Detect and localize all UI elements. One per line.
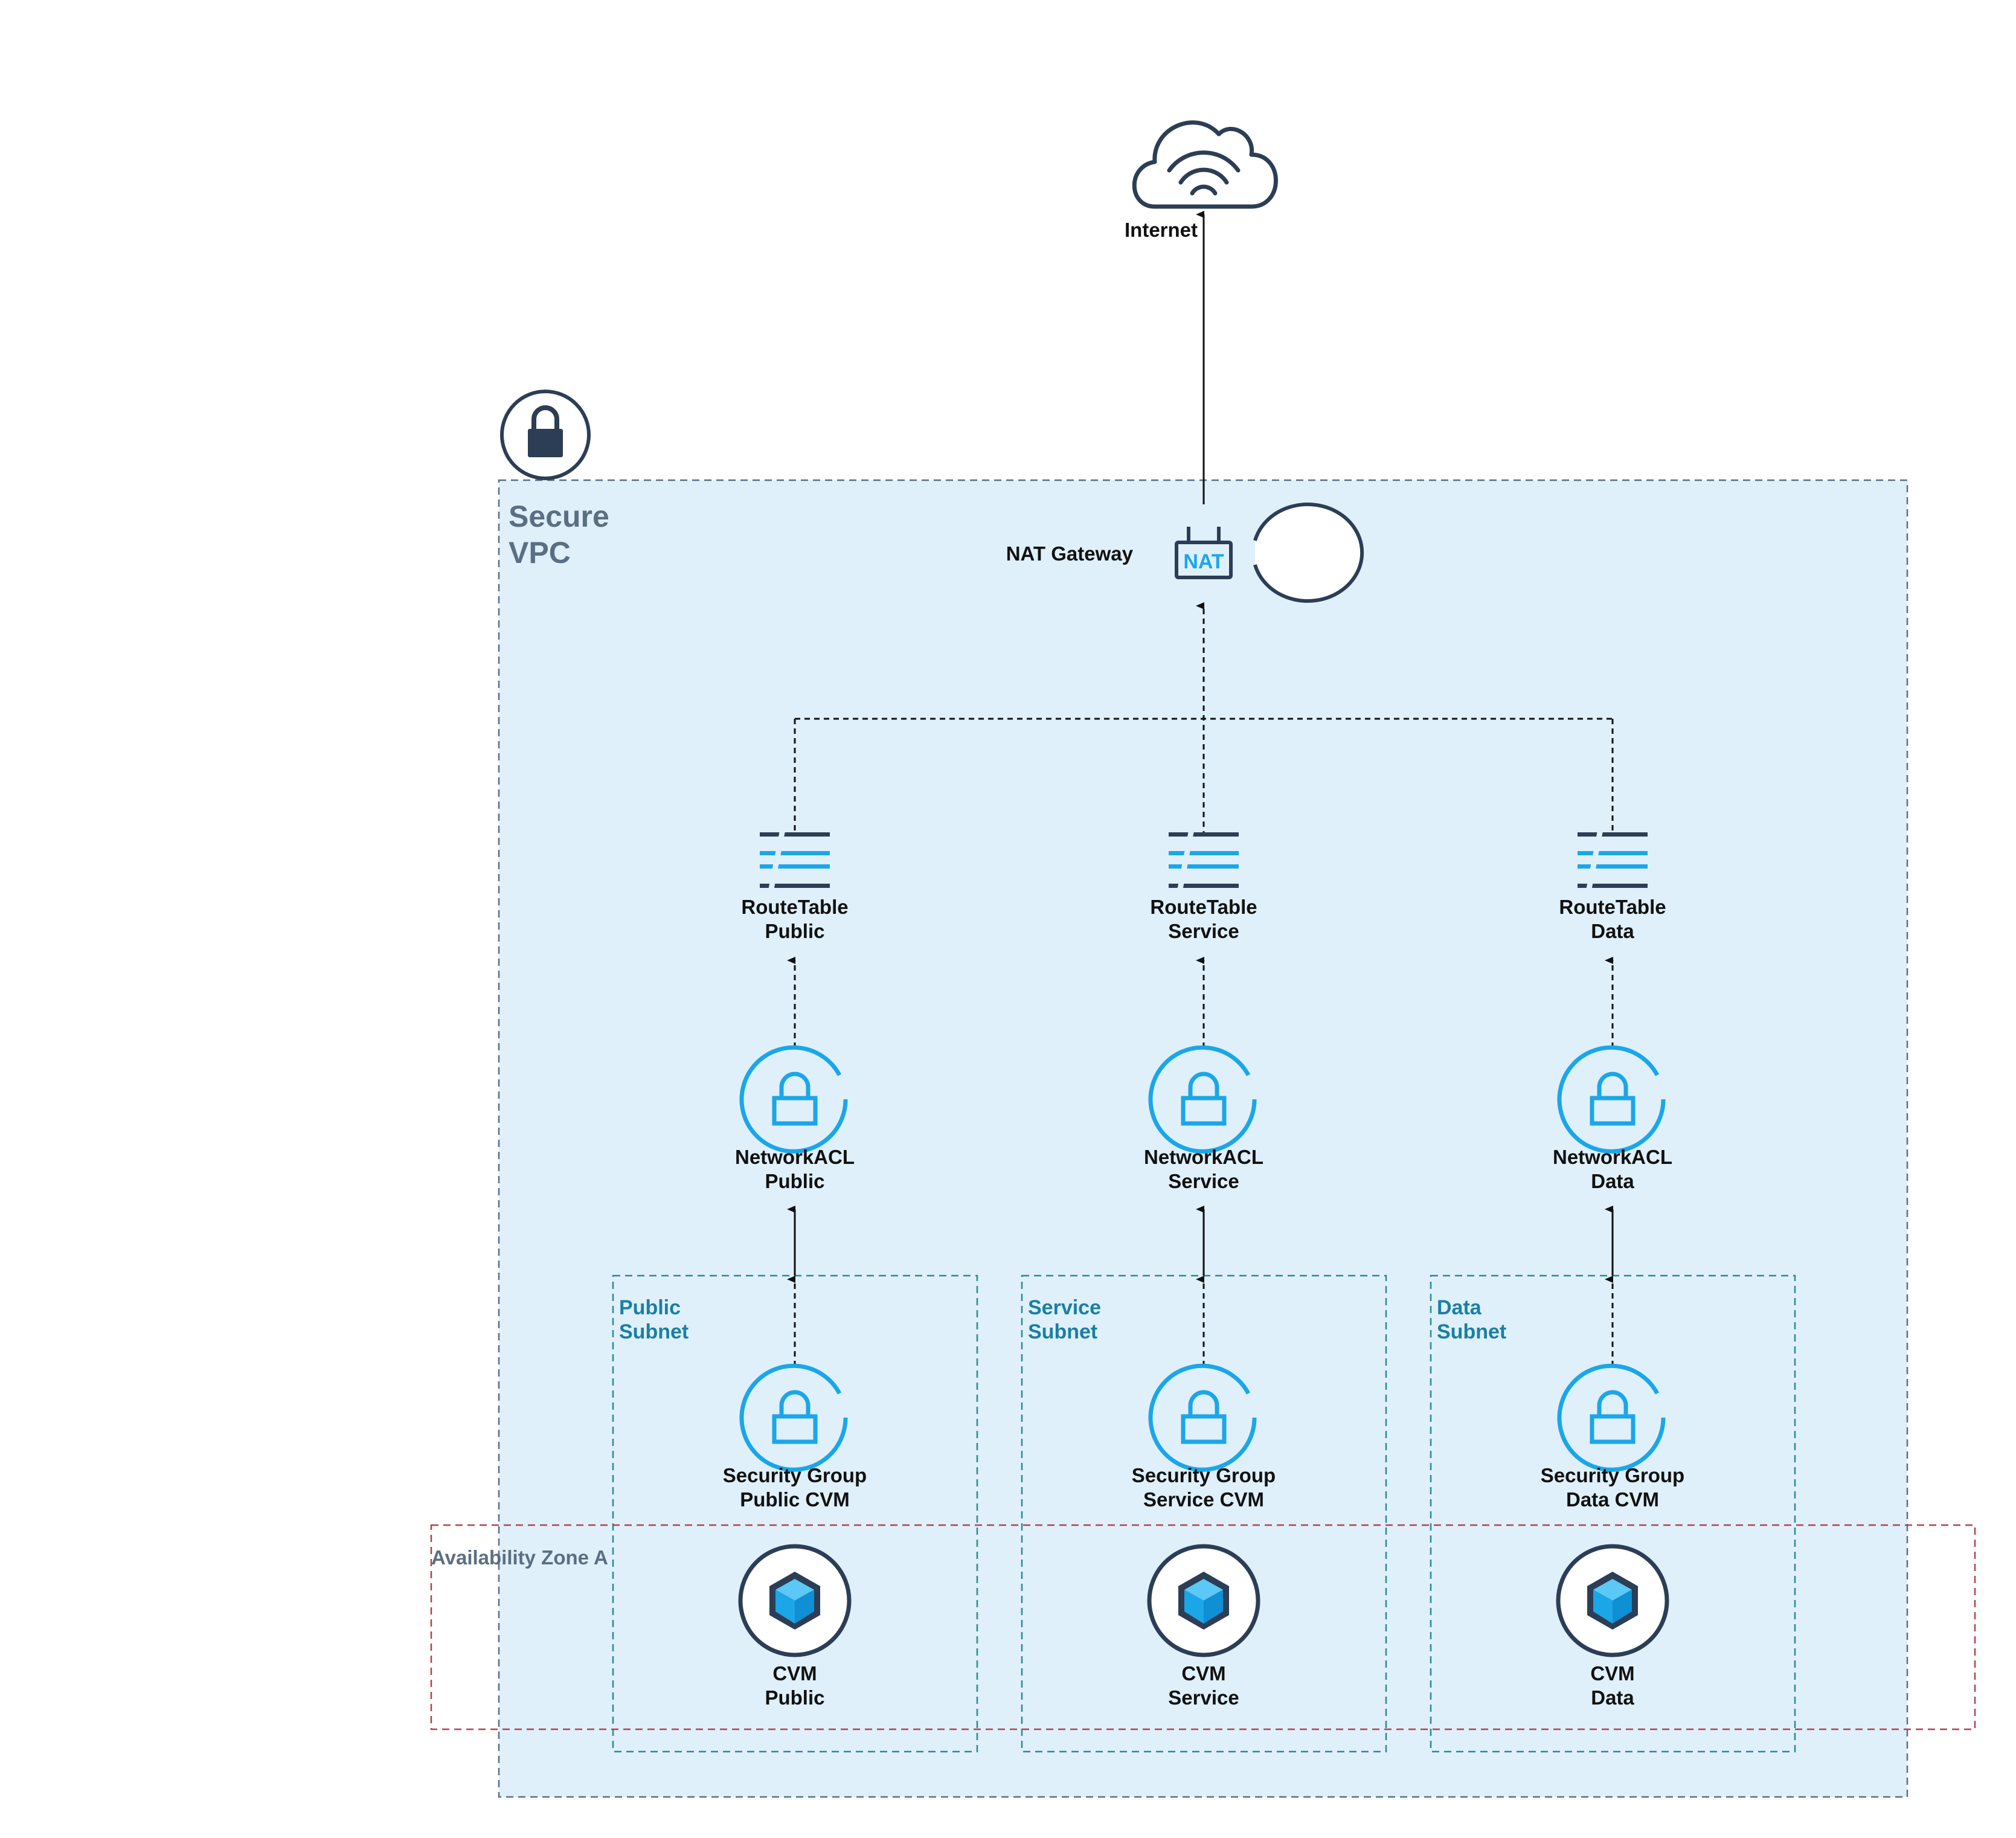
subnet-label-data-line2: Subnet xyxy=(1437,1320,1506,1343)
subnet-label-data-line1: Data xyxy=(1437,1296,1482,1319)
cvm-public-line2: Public xyxy=(765,1686,824,1709)
network-acl-service-line1: NetworkACL xyxy=(1144,1146,1263,1168)
security-group-service-line1: Security Group xyxy=(1132,1464,1276,1486)
internet-label: Internet xyxy=(1125,219,1198,241)
vpc-label-line2: VPC xyxy=(509,536,571,570)
route-table-data-line2: Data xyxy=(1591,920,1634,942)
route-table-service-line2: Service xyxy=(1168,920,1239,942)
security-group-public-line2: Public CVM xyxy=(740,1488,850,1511)
network-acl-icon-public xyxy=(739,1045,848,1154)
vpc-label-line1: Secure xyxy=(509,500,609,533)
network-acl-icon-service xyxy=(1148,1045,1257,1154)
cvm-service-line2: Service xyxy=(1168,1686,1239,1709)
route-table-icon-public xyxy=(760,829,830,893)
cvm-data-line2: Data xyxy=(1591,1686,1634,1709)
subnet-label-public-line1: Public xyxy=(619,1296,681,1319)
network-acl-public-line1: NetworkACL xyxy=(735,1146,855,1168)
nat-gateway-icon: NAT xyxy=(1175,503,1364,603)
cvm-public-line1: CVM xyxy=(772,1662,817,1685)
cvm-service-line1: CVM xyxy=(1181,1662,1225,1685)
cvm-icon-data xyxy=(1556,1544,1669,1657)
cloud-icon xyxy=(1132,120,1278,209)
subnet-label-public-line2: Subnet xyxy=(619,1320,689,1343)
network-acl-public-line2: Public xyxy=(765,1170,824,1192)
network-acl-data-line2: Data xyxy=(1591,1170,1634,1192)
cvm-data-line1: CVM xyxy=(1590,1662,1634,1685)
cvm-icon-public xyxy=(738,1544,852,1657)
security-group-public-line1: Security Group xyxy=(723,1464,867,1486)
route-table-icon-service xyxy=(1169,829,1239,893)
nat-icon-text: NAT xyxy=(1183,550,1224,573)
subnet-label-service-line1: Service xyxy=(1028,1296,1101,1319)
edges xyxy=(787,211,1614,1366)
security-group-icon-service xyxy=(1148,1363,1257,1472)
security-group-icon-data xyxy=(1557,1363,1666,1472)
network-acl-icon-data xyxy=(1557,1045,1666,1154)
security-group-data-line2: Data CVM xyxy=(1566,1488,1659,1511)
subnet-label-service-line2: Subnet xyxy=(1028,1320,1097,1343)
availability-zone-label: Availability Zone A xyxy=(431,1546,608,1569)
lock-icon xyxy=(500,390,591,480)
security-group-icon-public xyxy=(739,1363,848,1472)
security-group-data-line1: Security Group xyxy=(1541,1464,1684,1486)
route-table-public-line2: Public xyxy=(765,920,824,942)
network-acl-service-line2: Service xyxy=(1168,1170,1239,1192)
network-acl-data-line1: NetworkACL xyxy=(1553,1146,1672,1168)
security-group-service-line2: Service CVM xyxy=(1143,1488,1264,1511)
route-table-public-line1: RouteTable xyxy=(741,896,848,918)
cvm-icon-service xyxy=(1147,1544,1260,1657)
nat-gateway-label: NAT Gateway xyxy=(1006,542,1134,565)
route-table-icon-data xyxy=(1578,829,1648,893)
availability-zone-box xyxy=(430,1524,1976,1730)
route-table-service-line1: RouteTable xyxy=(1150,896,1257,918)
route-table-data-line1: RouteTable xyxy=(1559,896,1666,918)
